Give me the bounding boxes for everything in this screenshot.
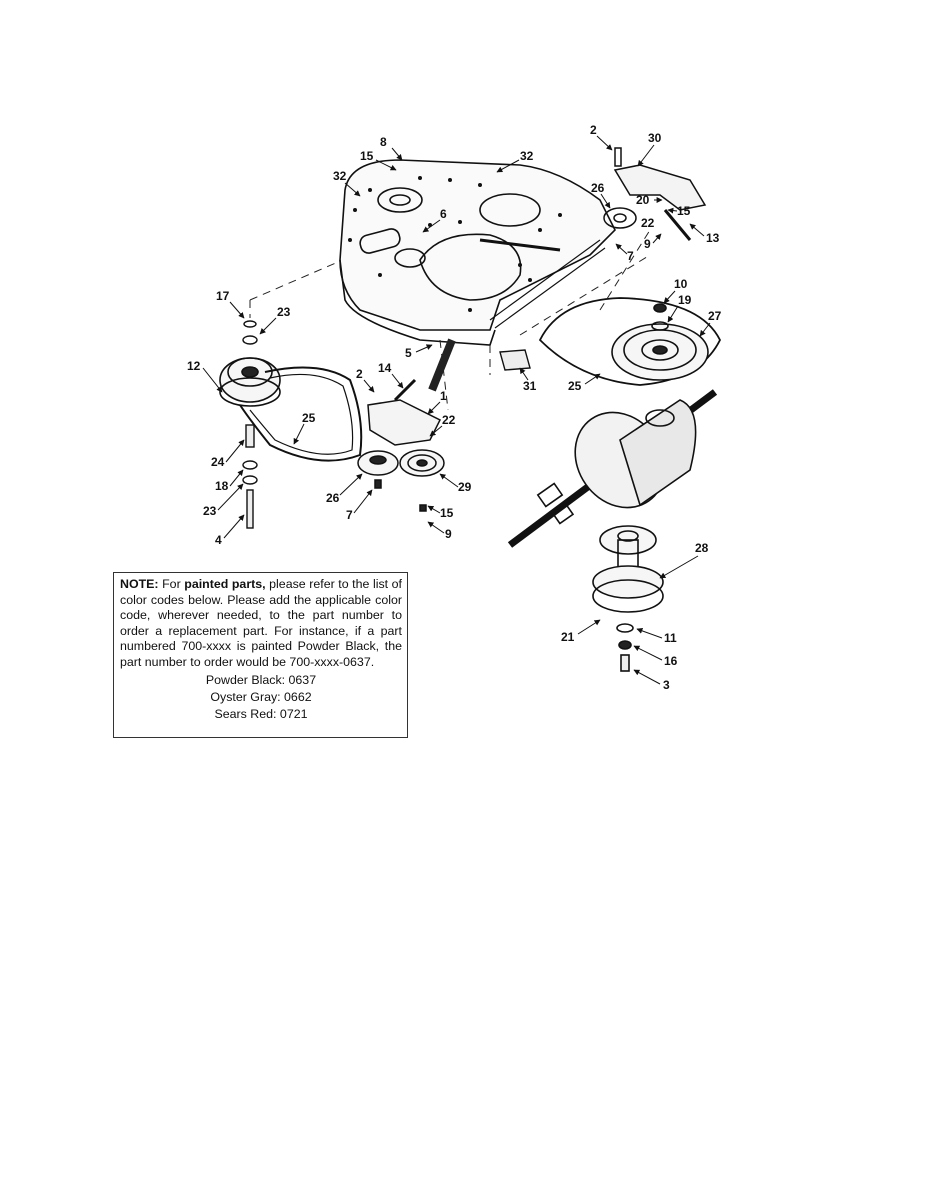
callout-17: 17 [216,289,230,303]
center-idler-assembly [357,338,456,512]
callout-10: 10 [674,277,688,291]
painted-parts-note: NOTE: For painted parts, please refer to… [113,572,408,738]
callout-5: 5 [405,346,412,360]
callout-1: 1 [440,389,447,403]
callout-6: 6 [440,207,447,221]
callout-7: 7 [346,508,353,522]
color-code-powder-black: Powder Black: 0637 [205,672,317,687]
frame-plate [339,159,616,346]
callout-13: 13 [706,231,720,245]
note-text-2: please refer to the list of color codes … [120,577,402,669]
color-code-oyster-gray: Oyster Gray: 0662 [210,689,312,704]
callout-29: 29 [458,480,472,494]
callout-31: 31 [523,379,537,393]
color-code-sears-red: Sears Red: 0721 [214,706,308,721]
callout-2: 2 [590,123,597,137]
callout-15: 15 [360,149,374,163]
callout-4: 4 [215,533,222,547]
callout-8: 8 [380,135,387,149]
callout-28: 28 [695,541,709,555]
callout-21: 21 [561,630,575,644]
callout-14: 14 [378,361,392,375]
note-label: NOTE: [120,577,159,591]
callout-23: 23 [203,504,217,518]
callout-30: 30 [648,131,662,145]
left-pulley-assembly [219,357,363,462]
callout-24: 24 [211,455,225,469]
callout-23: 23 [277,305,291,319]
callout-20: 20 [636,193,650,207]
callout-19: 19 [678,293,692,307]
callout-9: 9 [445,527,452,541]
idler-bracket-top [603,147,707,241]
bottom-pulley-assembly [592,525,664,672]
assembly-lines [249,229,651,411]
left-shaft-parts [242,320,258,529]
callout-32: 32 [333,169,347,183]
callout-7: 7 [627,249,634,263]
callout-26: 26 [326,491,340,505]
callout-22: 22 [442,413,456,427]
callout-32: 32 [520,149,534,163]
note-text-1: For [158,577,185,591]
callout-22: 22 [641,216,655,230]
callout-25: 25 [568,379,582,393]
color-code-list: Powder Black: 0637 Oyster Gray: 0662 Sea… [120,672,402,723]
callout-26: 26 [591,181,605,195]
right-pulley-assembly [538,297,722,386]
transaxle [507,389,718,548]
callout-12: 12 [187,359,201,373]
note-paragraph: NOTE: For painted parts, please refer to… [120,577,402,671]
callouts: 8 15 32 32 6 2 30 26 20 15 22 9 13 7 17 … [187,123,722,692]
bracket-31 [499,349,531,371]
callout-11: 11 [664,631,677,645]
callout-9: 9 [644,237,651,251]
callout-3: 3 [663,678,670,692]
callout-15: 15 [677,204,691,218]
callout-16: 16 [664,654,678,668]
callout-25: 25 [302,411,316,425]
callout-18: 18 [215,479,229,493]
callout-2: 2 [356,367,363,381]
callout-15: 15 [440,506,454,520]
note-emphasis: painted parts, [184,577,266,591]
callout-27: 27 [708,309,722,323]
